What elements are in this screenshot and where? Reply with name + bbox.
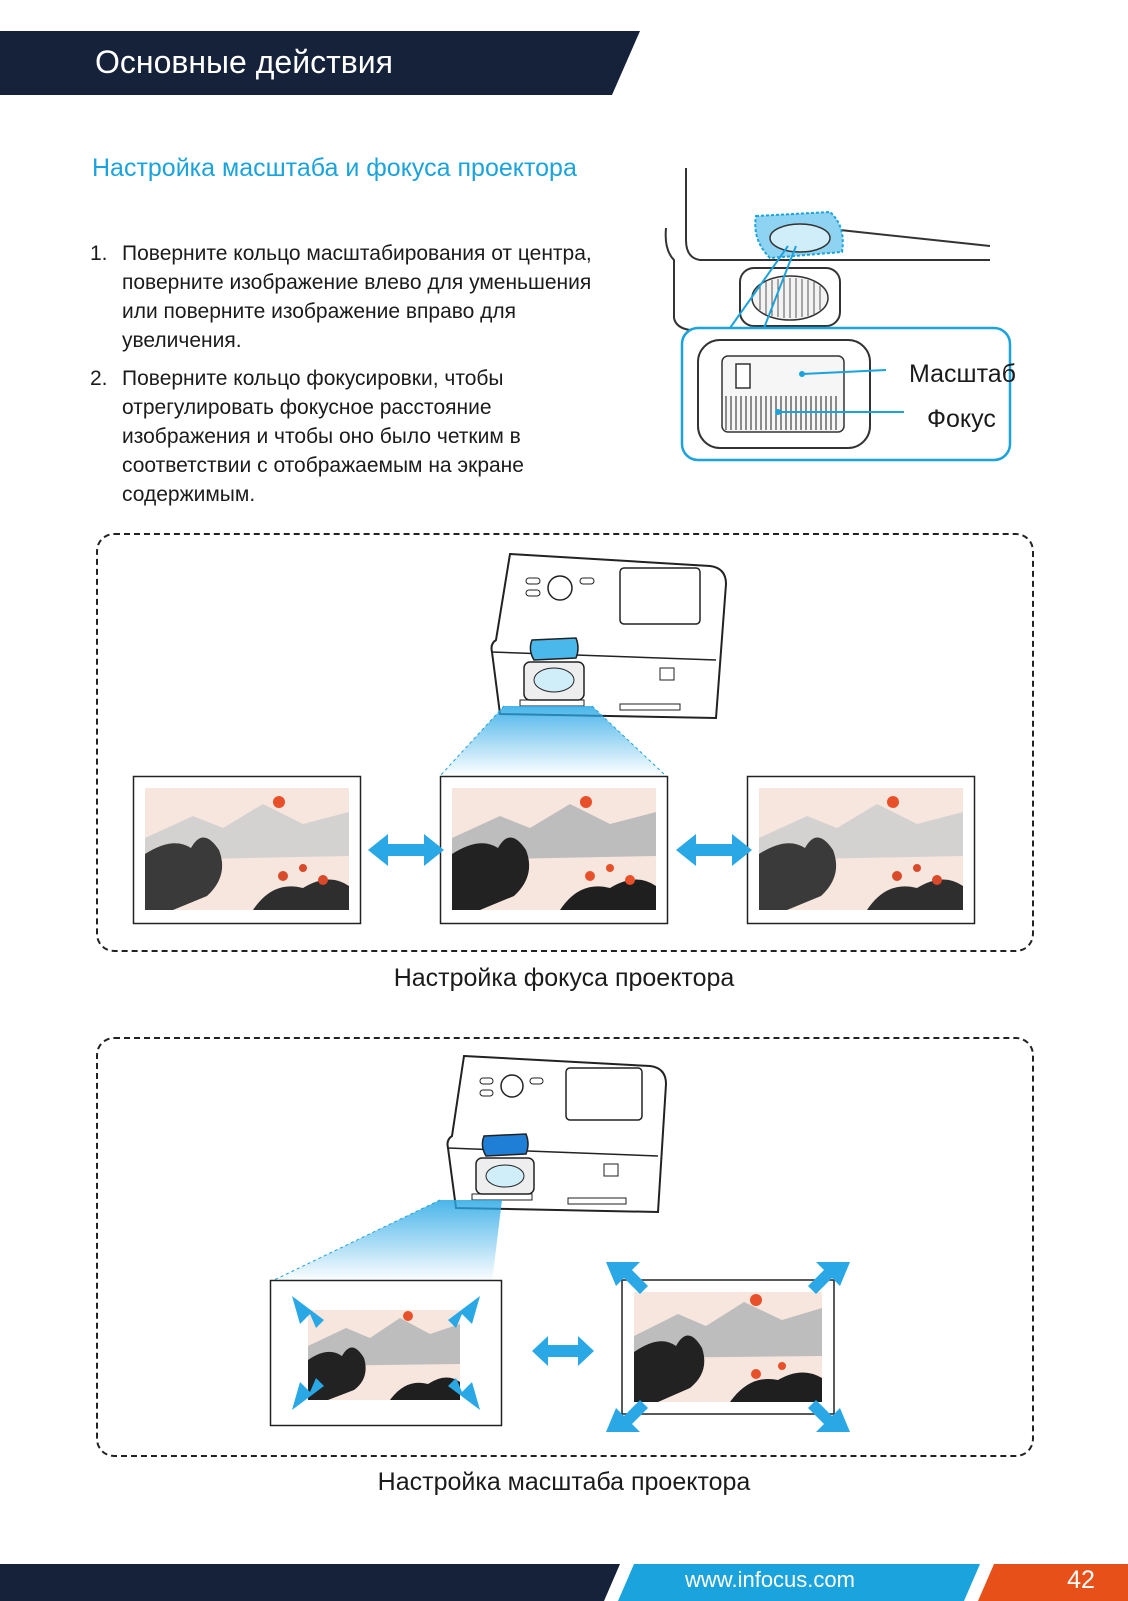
step-number: 1. <box>90 242 108 265</box>
focus-ring-label: Фокус <box>927 405 996 433</box>
step-text: Поверните кольцо масштабирования от цент… <box>122 242 592 352</box>
projection-beam <box>269 1199 502 1283</box>
page-number: 42 <box>1067 1566 1095 1594</box>
page-header-title: Основные действия <box>95 44 393 80</box>
zoom-figure-caption: Настройка масштаба проектора <box>377 1468 751 1496</box>
projector-illustration <box>446 1054 668 1214</box>
footer-bar <box>0 1564 1128 1601</box>
zoom-adjustment-panel <box>96 1037 1034 1457</box>
blurred-image-right <box>746 775 976 925</box>
step-item: 1. Поверните кольцо масштабирования от ц… <box>90 239 610 355</box>
projection-beam <box>439 705 667 777</box>
zoomed-in-image <box>606 1262 850 1432</box>
blurred-image-left <box>132 775 362 925</box>
zoom-ring-label: Масштаб <box>909 360 1016 388</box>
step-item: 2. Поверните кольцо фокусировки, чтобы о… <box>90 364 610 509</box>
lens-detail-illustration <box>664 168 1012 462</box>
footer-website-link[interactable]: www.infocus.com <box>685 1567 855 1592</box>
double-arrow-icon <box>532 1336 594 1366</box>
step-text: Поверните кольцо фокусировки, чтобы отре… <box>122 367 524 506</box>
double-arrow-icon <box>368 834 444 866</box>
header-banner <box>0 31 640 95</box>
section-title: Настройка масштаба и фокуса проектора <box>92 154 577 182</box>
focus-figure-caption: Настройка фокуса проектора <box>393 964 735 992</box>
zoomed-out-image <box>269 1279 503 1427</box>
sharp-image-center <box>439 775 669 925</box>
focus-adjustment-panel <box>96 533 1034 952</box>
step-number: 2. <box>90 367 108 390</box>
projector-illustration <box>490 552 728 720</box>
double-arrow-icon <box>676 834 752 866</box>
